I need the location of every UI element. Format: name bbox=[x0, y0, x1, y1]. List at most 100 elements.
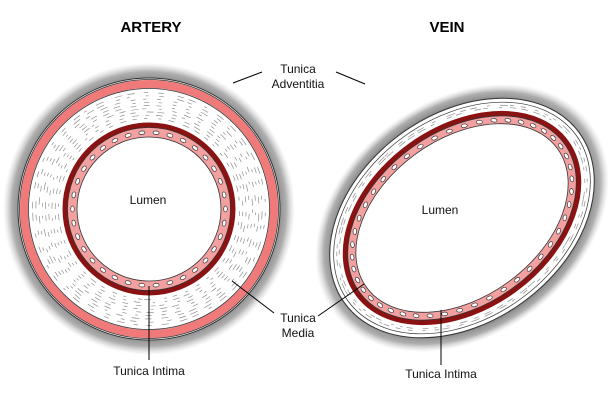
media-fiber-mark bbox=[242, 184, 245, 190]
media-fiber-mark bbox=[245, 184, 249, 192]
media-fiber-mark bbox=[522, 289, 528, 294]
media-fiber-mark bbox=[484, 312, 493, 317]
media-fiber-mark bbox=[542, 115, 547, 118]
media-fiber-mark bbox=[159, 304, 165, 306]
media-fiber-mark bbox=[160, 307, 168, 309]
media-fiber-mark bbox=[43, 182, 47, 191]
adventitia-label-line2: Adventitia bbox=[272, 77, 325, 91]
endothelial-cell bbox=[152, 130, 160, 135]
media-fiber-mark bbox=[234, 156, 238, 161]
media-fiber-mark bbox=[352, 192, 356, 198]
media-fiber-mark bbox=[241, 250, 245, 256]
media-fiber-mark bbox=[446, 113, 456, 117]
media-fiber-mark bbox=[73, 115, 81, 121]
media-fiber-mark bbox=[77, 288, 84, 294]
media-fiber-mark bbox=[379, 321, 383, 324]
media-fiber-mark bbox=[47, 231, 50, 237]
media-fiber-mark bbox=[120, 120, 127, 124]
media-fiber-mark bbox=[343, 280, 347, 287]
media-fiber-mark bbox=[112, 291, 118, 295]
media-fiber-mark bbox=[230, 125, 237, 132]
media-fiber-mark bbox=[484, 311, 491, 315]
media-fiber-mark bbox=[521, 106, 526, 108]
media-fiber-mark bbox=[130, 112, 136, 115]
endothelial-cell bbox=[399, 311, 407, 317]
media-fiber-mark bbox=[91, 282, 95, 286]
endothelial-cell bbox=[360, 286, 366, 293]
media-fiber-mark bbox=[252, 241, 255, 246]
media-fiber-mark bbox=[384, 152, 389, 157]
media-fiber-mark bbox=[578, 214, 580, 218]
media-fiber-mark bbox=[341, 274, 344, 279]
media-fiber-mark bbox=[40, 230, 43, 235]
media-fiber-mark bbox=[217, 271, 224, 278]
media-fiber-mark bbox=[241, 137, 247, 146]
endothelial-cell bbox=[558, 143, 564, 150]
media-fiber-mark bbox=[247, 224, 249, 229]
endothelial-cell bbox=[356, 214, 362, 222]
media-fiber-mark bbox=[185, 290, 189, 293]
media-fiber-mark bbox=[61, 269, 65, 274]
media-fiber-mark bbox=[336, 244, 338, 249]
media-fiber-mark bbox=[193, 126, 201, 131]
media-fiber-mark bbox=[183, 293, 190, 297]
media-fiber-mark bbox=[159, 95, 164, 98]
media-fiber-mark bbox=[338, 227, 341, 235]
media-fiber-mark bbox=[228, 264, 233, 270]
media-fiber-mark bbox=[95, 101, 104, 106]
media-fiber-mark bbox=[48, 213, 50, 220]
media-fiber-mark bbox=[573, 223, 577, 229]
media-fiber-mark bbox=[232, 283, 239, 291]
endothelial-cell bbox=[556, 227, 561, 235]
media-fiber-mark bbox=[158, 92, 164, 94]
media-fiber-mark bbox=[363, 308, 366, 312]
media-fiber-mark bbox=[370, 314, 375, 318]
media-fiber-mark bbox=[219, 295, 227, 302]
media-fiber-mark bbox=[133, 307, 138, 309]
media-fiber-mark bbox=[90, 309, 95, 313]
media-fiber-mark bbox=[113, 105, 121, 109]
media-fiber-mark bbox=[54, 271, 59, 277]
media-fiber-mark bbox=[416, 127, 424, 132]
endothelial-cell bbox=[426, 313, 434, 318]
media-fiber-mark bbox=[183, 114, 191, 119]
media-fiber-mark bbox=[398, 141, 403, 145]
media-fiber-mark bbox=[49, 158, 52, 162]
media-fiber-mark bbox=[43, 228, 47, 237]
media-fiber-mark bbox=[46, 248, 49, 253]
media-fiber-mark bbox=[233, 251, 237, 257]
media-fiber-mark bbox=[338, 249, 340, 255]
media-fiber-mark bbox=[231, 248, 235, 254]
media-fiber-mark bbox=[78, 275, 82, 280]
endothelial-cell bbox=[391, 164, 398, 171]
media-fiber-mark bbox=[422, 330, 426, 332]
endothelial-cell bbox=[504, 117, 512, 123]
endothelial-cell bbox=[412, 313, 420, 319]
media-fiber-mark bbox=[32, 212, 34, 222]
media-fiber-mark bbox=[365, 170, 372, 179]
media-fiber-mark bbox=[227, 127, 230, 130]
media-fiber-mark bbox=[496, 304, 504, 309]
media-fiber-mark bbox=[87, 109, 95, 115]
media-fiber-mark bbox=[583, 157, 586, 162]
media-fiber-mark bbox=[100, 106, 108, 111]
media-fiber-mark bbox=[57, 241, 60, 246]
media-fiber-mark bbox=[192, 303, 199, 307]
media-fiber-mark bbox=[217, 135, 221, 139]
media-fiber-mark bbox=[407, 135, 415, 141]
media-fiber-mark bbox=[116, 313, 123, 317]
media-fiber-mark bbox=[418, 128, 426, 134]
media-fiber-mark bbox=[185, 108, 190, 111]
media-fiber-mark bbox=[255, 242, 258, 248]
media-fiber-mark bbox=[471, 318, 480, 323]
media-fiber-mark bbox=[257, 241, 261, 251]
media-fiber-mark bbox=[42, 157, 45, 163]
media-fiber-mark bbox=[217, 114, 224, 120]
media-fiber-mark bbox=[37, 230, 40, 235]
artery-tunica-media bbox=[32, 92, 266, 326]
media-fiber-mark bbox=[38, 215, 41, 224]
endothelial-cell bbox=[99, 267, 106, 273]
media-fiber-mark bbox=[248, 213, 250, 220]
media-fiber-mark bbox=[52, 177, 55, 180]
media-fiber-mark bbox=[176, 307, 180, 310]
